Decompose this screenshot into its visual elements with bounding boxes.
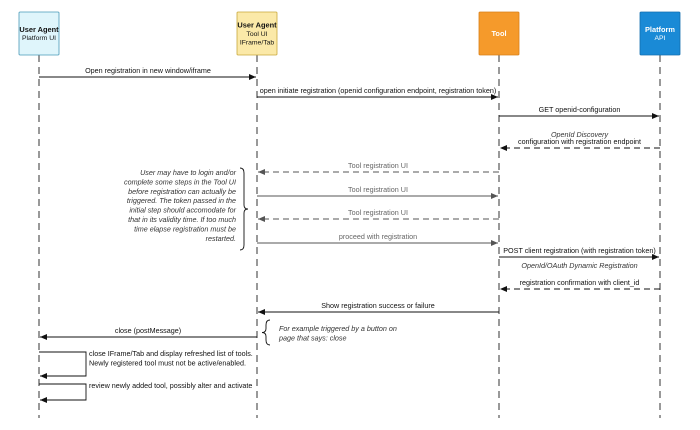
self-message-arrow [39, 383, 87, 403]
message-label: close (postMessage) [115, 326, 181, 335]
self-message-arrow [39, 351, 87, 379]
message-label: Tool registration UI [348, 161, 408, 170]
message-label: configuration with registration endpoint [518, 137, 641, 146]
message-9: POST client registration (with registrat… [499, 246, 659, 260]
message-label: Newly registered tool must not be active… [89, 358, 246, 367]
note-2: For example triggered by a button onpage… [261, 319, 397, 346]
participant-box-ua [18, 11, 60, 56]
message-12: close (postMessage) [40, 326, 257, 340]
note-text: before registration can actually be [128, 187, 236, 196]
participant-title: Tool [491, 29, 506, 38]
message-2: open initiate registration (openid confi… [257, 86, 498, 100]
note-text: restarted. [206, 234, 236, 243]
message-note: OpenId Discovery [551, 130, 609, 139]
message-11: Show registration success or failure [258, 301, 499, 315]
participant-title: Platform [645, 25, 675, 34]
message-label: review newly added tool, possibly alter … [89, 381, 252, 390]
message-5: Tool registration UI [258, 161, 499, 175]
participant-subtitle: IFrame/Tab [240, 39, 275, 46]
message-label: close IFrame/Tab and display refreshed l… [89, 349, 253, 358]
note-text: complete some steps in the Tool UI [124, 177, 236, 186]
note-text: triggered. The token passed in the [127, 196, 236, 205]
participant-subtitle: API [655, 35, 666, 42]
participant-subtitle: Platform UI [22, 35, 56, 42]
participant-tool: Tool [478, 11, 520, 56]
message-1: Open registration in new window/iframe [39, 66, 256, 80]
message-10: registration confirmation with client_id… [500, 261, 660, 292]
message-label: registration confirmation with client_id [520, 278, 640, 287]
message-label: Tool registration UI [348, 208, 408, 217]
participant-title: User Agent [19, 25, 59, 34]
message-label: Show registration success or failure [321, 301, 434, 310]
note-text: User may have to login and/or [140, 168, 236, 177]
message-label: Open registration in new window/iframe [85, 66, 211, 75]
message-label: Tool registration UI [348, 185, 408, 194]
message-4: configuration with registration endpoint… [500, 130, 660, 151]
message-7: Tool registration UI [258, 208, 499, 222]
note-text: time elapse registration must be [134, 224, 236, 233]
note-text: that in its validity time. If too much [128, 215, 236, 224]
note-bracket [239, 167, 249, 251]
message-3: GET openid-configuration [499, 105, 659, 119]
message-note: OpenId/OAuth Dynamic Registration [521, 261, 637, 270]
participant-box-tool [478, 11, 520, 56]
message-13: close IFrame/Tab and display refreshed l… [39, 349, 253, 379]
participant-box-tool_ui [236, 11, 278, 56]
message-label: GET openid-configuration [539, 105, 621, 114]
message-label: POST client registration (with registrat… [503, 246, 655, 255]
participant-title: User Agent [237, 21, 277, 30]
note-text: page that says: close [278, 333, 347, 342]
participant-subtitle: Tool UI [246, 31, 267, 38]
message-14: review newly added tool, possibly alter … [39, 381, 252, 403]
message-label: open initiate registration (openid confi… [260, 86, 497, 95]
message-label: proceed with registration [339, 232, 417, 241]
message-8: proceed with registration [257, 232, 498, 246]
note-text: initial step should accomodate for [129, 206, 236, 215]
message-6: Tool registration UI [257, 185, 498, 199]
note-bracket [261, 319, 271, 346]
note-text: For example triggered by a button on [279, 324, 397, 333]
participant-box-platform [639, 11, 681, 56]
